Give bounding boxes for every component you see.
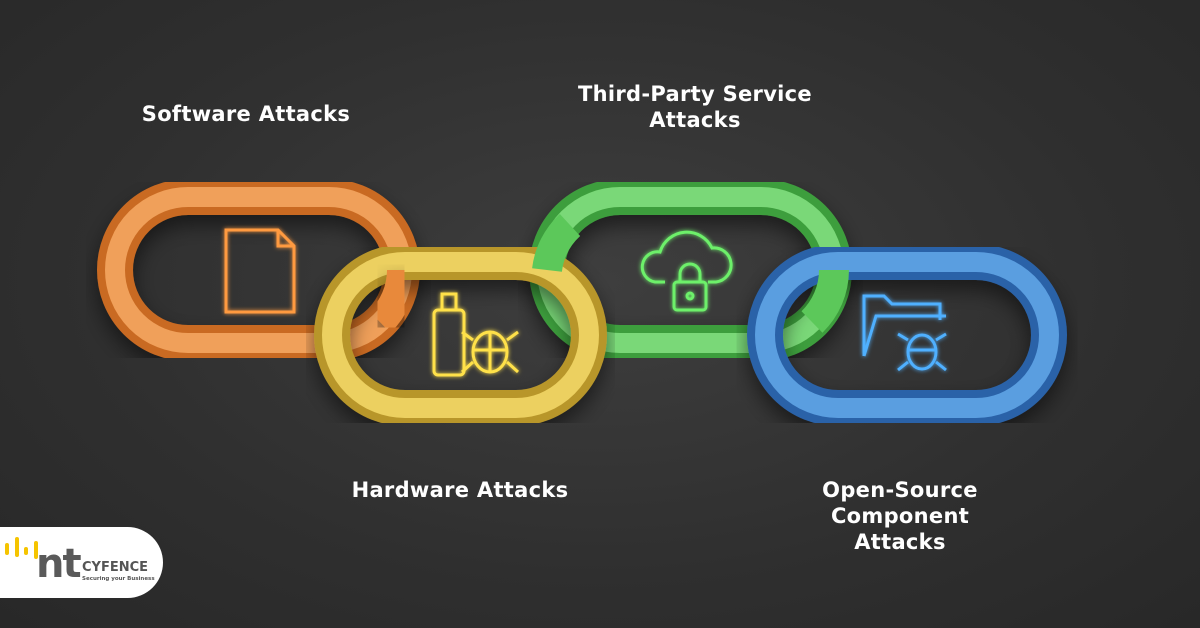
- label-hardware-attacks: Hardware Attacks: [351, 478, 569, 502]
- document-icon: [224, 228, 296, 314]
- label-line: Third-Party Service: [578, 82, 812, 106]
- link-hardware: [314, 244, 607, 426]
- logo-bars-icon: [5, 537, 38, 559]
- label-line: Open-Source: [822, 478, 978, 502]
- logo-brand: CYFENCE: [82, 560, 149, 575]
- hardware-bug-icon: [432, 292, 520, 377]
- logo-tagline: Securing your Business: [82, 576, 155, 582]
- link-open-source: [747, 244, 1067, 426]
- cloud-lock-icon: [640, 230, 733, 312]
- label-software-attacks: Software Attacks: [141, 102, 351, 126]
- label-line: Attacks: [649, 108, 741, 132]
- label-line: Component: [830, 504, 970, 528]
- label-line: Attacks: [854, 530, 946, 554]
- folder-bug-icon: [862, 294, 947, 372]
- logo-mark: nt: [36, 541, 82, 587]
- cyfence-logo: nt CYFENCE Securing your Business: [0, 527, 163, 598]
